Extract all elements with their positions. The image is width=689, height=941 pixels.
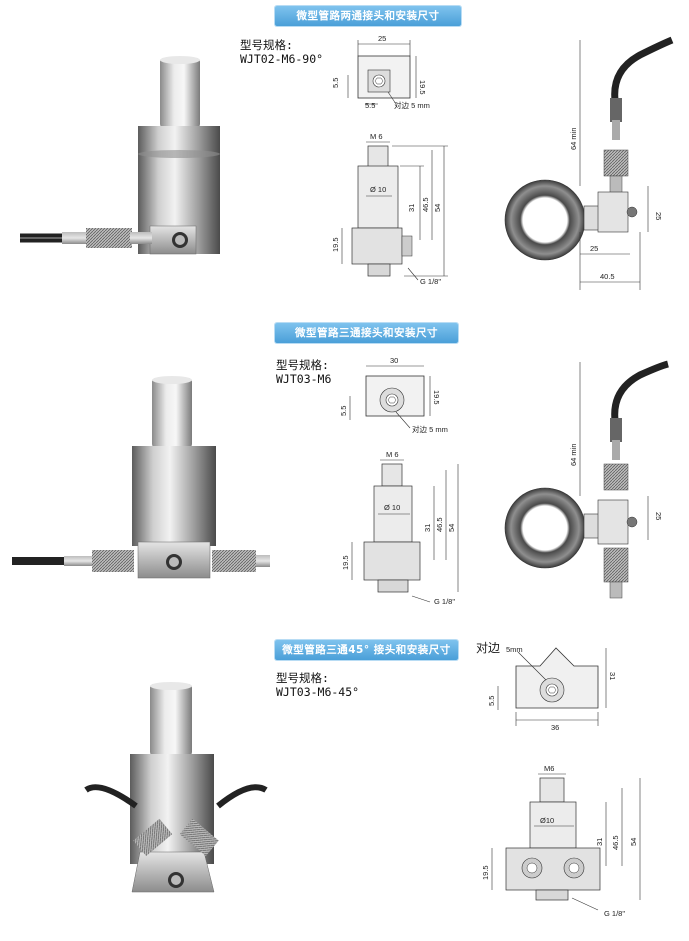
dim-cable-min: 64 min (569, 443, 578, 466)
dim-g-thread: G 1/8" (604, 909, 625, 918)
dim-top-left: 5.5 (487, 696, 496, 706)
dim-19-5: 19.5 (481, 865, 490, 880)
dim-side-25: 25 (654, 212, 663, 220)
dim-thread: M 6 (370, 132, 383, 141)
dim-side-25: 25 (654, 512, 663, 520)
section-3-model: 型号规格: WJT03-M6-45° (276, 671, 359, 699)
drawing-2-side-view (351, 459, 459, 603)
dim-thread: M 6 (386, 450, 399, 459)
dim-diameter: Ø 10 (384, 503, 400, 512)
dim-19-5: 19.5 (341, 555, 350, 570)
photo-wjt02 (19, 56, 220, 255)
dim-top-height: 31 (608, 672, 617, 680)
dim-across-big: 对边 (476, 641, 500, 655)
dim-across-small: 5mm (506, 645, 523, 654)
dim-thread: M6 (544, 764, 554, 773)
dim-46-5: 46.5 (435, 517, 444, 532)
dim-diameter: Ø 10 (370, 185, 386, 194)
drawing-2-top-view (349, 365, 431, 429)
dim-top-height: 19.5 (418, 80, 427, 95)
dim-g-thread: G 1/8" (434, 597, 455, 606)
model-code: WJT02-M6-90° (240, 52, 324, 66)
dim-19-5: 19.5 (331, 237, 340, 252)
dim-31: 31 (423, 524, 432, 532)
drawing-2-installation (504, 360, 669, 599)
dim-top-left: 5.5 (339, 406, 348, 416)
model-label: 型号规格: (276, 671, 329, 685)
dim-across-flats: 对边 5 mm (412, 424, 448, 434)
drawing-1-top-view (347, 40, 417, 105)
model-code: WJT03-M6 (276, 372, 332, 386)
model-label: 型号规格: (240, 38, 293, 52)
section-2-title: 微型管路三通接头和安装尺寸 (275, 323, 458, 343)
section-3-title: 微型管路三通45° 接头和安装尺寸 (275, 640, 458, 660)
dim-54: 54 (433, 204, 442, 212)
dim-top-height: 19.5 (432, 390, 441, 405)
model-code: WJT03-M6-45° (276, 685, 360, 699)
dim-46-5: 46.5 (611, 835, 620, 850)
drawing-3-top-view (497, 647, 607, 726)
dim-54: 54 (447, 524, 456, 532)
section-1-title: 微型管路两通接头和安装尺寸 (275, 6, 461, 26)
section-1-model: 型号规格: WJT02-M6-90° (240, 38, 323, 66)
photo-wjt03 (12, 376, 270, 579)
section-2-model: 型号规格: WJT03-M6 (276, 358, 331, 386)
dim-across-flats: 对边 5 mm (394, 100, 430, 110)
dim-g-thread: G 1/8" (420, 277, 441, 286)
dim-top-bottom: 5.5 (365, 101, 375, 110)
dim-top-width: 36 (551, 723, 559, 732)
dim-31: 31 (407, 204, 416, 212)
model-label: 型号规格: (276, 358, 329, 372)
dim-cable-min: 64 min (569, 127, 578, 150)
dim-54: 54 (629, 838, 638, 846)
drawing-1-installation (504, 36, 674, 290)
dim-diameter: Ø10 (540, 816, 554, 825)
photo-wjt03-45 (84, 682, 268, 893)
drawing-1-side-view (341, 141, 448, 281)
dim-31: 31 (595, 838, 604, 846)
dim-bottom-40-5: 40.5 (600, 272, 615, 281)
drawing-3-side-view (491, 773, 641, 911)
dim-top-left: 5.5 (331, 78, 340, 88)
dim-top-width: 25 (378, 34, 386, 43)
dim-top-width: 30 (390, 356, 398, 365)
dim-bottom-25: 25 (590, 244, 598, 253)
dim-46-5: 46.5 (421, 197, 430, 212)
